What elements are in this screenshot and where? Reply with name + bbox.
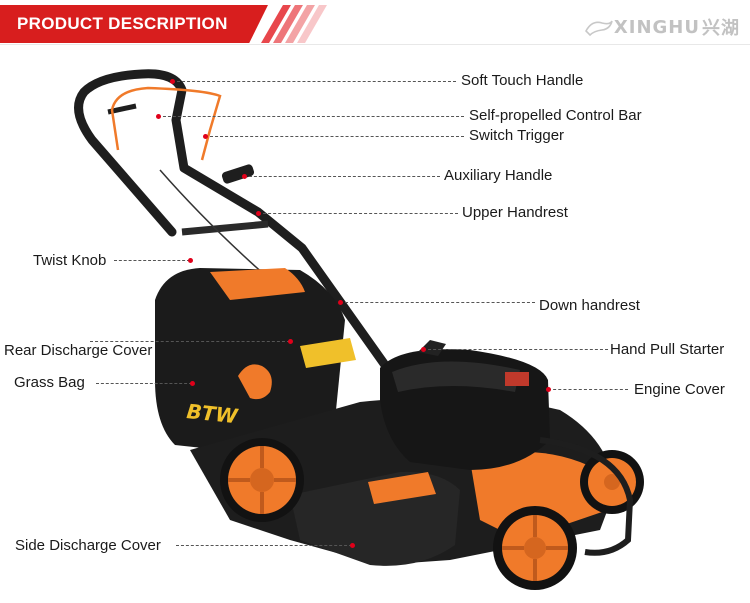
leader-line xyxy=(172,81,456,82)
label-auxiliary-handle: Auxiliary Handle xyxy=(444,167,553,184)
header-banner: PRODUCT DESCRIPTION XINGHU 兴湖 xyxy=(0,0,750,48)
grass-bag xyxy=(155,268,345,453)
leader-line xyxy=(158,116,464,117)
engine-label xyxy=(505,372,529,386)
rear-wheel xyxy=(220,438,304,522)
label-down-handrest: Down handrest xyxy=(539,297,640,314)
label-twist-knob: Twist Knob xyxy=(33,252,107,269)
pull-starter xyxy=(418,340,446,356)
header-divider xyxy=(0,44,750,45)
anchor-dot xyxy=(288,339,293,344)
twist-knob xyxy=(238,364,272,400)
label-side-discharge-cover: Side Discharge Cover xyxy=(15,537,161,554)
warning-label xyxy=(300,338,356,368)
label-engine-cover: Engine Cover xyxy=(634,381,725,398)
leader-line xyxy=(340,302,535,303)
leader-line xyxy=(205,136,464,137)
anchor-dot xyxy=(203,134,208,139)
label-switch-trigger: Switch Trigger xyxy=(469,127,565,144)
front-bumper xyxy=(539,437,634,556)
tiger-logo-icon xyxy=(584,20,613,37)
label-rear-discharge-cover: Rear Discharge Cover xyxy=(4,342,153,359)
brand-logo: XINGHU 兴湖 xyxy=(584,14,740,40)
deck-brand: BTW xyxy=(185,399,239,428)
anchor-dot xyxy=(546,387,551,392)
engine-cover xyxy=(392,361,520,392)
leader-line xyxy=(114,260,190,261)
brand-name: XINGHU xyxy=(613,16,700,38)
front-wheel xyxy=(493,506,577,590)
label-soft-touch-handle: Soft Touch Handle xyxy=(461,72,584,89)
anchor-dot xyxy=(338,300,343,305)
leader-line xyxy=(244,176,440,177)
label-grass-bag: Grass Bag xyxy=(14,374,85,391)
leader-line xyxy=(423,349,608,350)
anchor-dot xyxy=(190,381,195,386)
auxiliary-handle xyxy=(221,164,255,184)
leader-line xyxy=(176,545,352,546)
leader-line xyxy=(548,389,628,390)
anchor-dot xyxy=(350,543,355,548)
brand-name-cn: 兴湖 xyxy=(702,18,740,39)
title-ribbon xyxy=(0,5,268,43)
page-title: PRODUCT DESCRIPTION xyxy=(17,14,228,33)
anchor-dot xyxy=(242,174,247,179)
deck-front-accent xyxy=(470,452,602,540)
anchor-dot xyxy=(256,211,261,216)
leader-line xyxy=(96,383,192,384)
anchor-dot xyxy=(170,79,175,84)
leader-line xyxy=(90,341,290,342)
control-bar xyxy=(110,86,222,161)
label-upper-handrest: Upper Handrest xyxy=(462,204,568,221)
bag-top-accent xyxy=(210,268,305,300)
label-hand-pull-starter: Hand Pull Starter xyxy=(610,341,725,358)
front-right-wheel xyxy=(580,450,644,514)
anchor-dot xyxy=(156,114,161,119)
side-cover-label xyxy=(368,472,436,504)
upper-handrest xyxy=(181,220,269,236)
anchor-dot xyxy=(421,347,426,352)
anchor-dot xyxy=(188,258,193,263)
leader-line xyxy=(258,213,458,214)
label-self-propelled-control-bar: Self-propelled Control Bar xyxy=(469,107,642,124)
